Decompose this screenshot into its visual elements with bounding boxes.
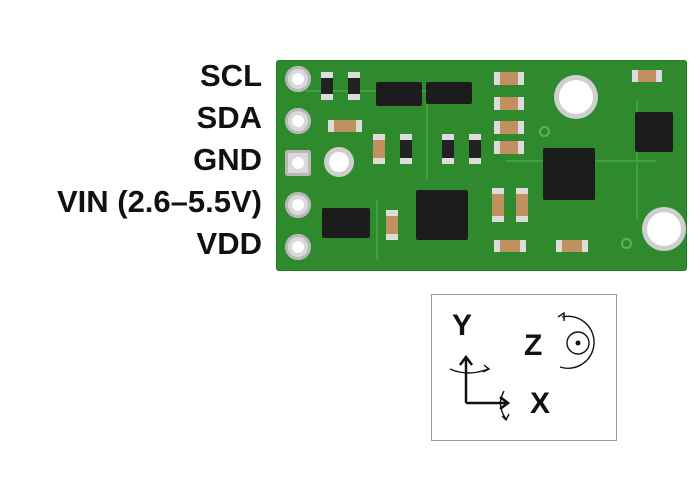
pin-label-vin: VIN (2.6–5.5V) <box>56 184 262 219</box>
pad-vin <box>285 192 311 218</box>
transistor-chip-1 <box>376 82 422 106</box>
mounting-hole-bottom <box>647 212 681 246</box>
pin-label-vdd: VDD <box>196 226 262 261</box>
sensor-board <box>276 60 687 271</box>
pin-label-gnd: GND <box>193 142 262 177</box>
axis-z-label: Z <box>524 329 543 362</box>
mounting-hole-top <box>559 80 593 114</box>
axis-y-label: Y <box>452 309 473 342</box>
pin-label-scl: SCL <box>200 58 262 93</box>
pad-vdd <box>285 234 311 260</box>
small-hole <box>329 152 349 172</box>
pressure-sensor <box>635 112 673 152</box>
transistor-chip-2 <box>426 82 472 104</box>
pad-scl <box>285 66 311 92</box>
regulator-chip <box>322 208 370 238</box>
pin-label-sda: SDA <box>196 100 262 135</box>
axis-orientation-diagram: Y Z X <box>431 294 617 441</box>
pad-sda <box>285 108 311 134</box>
axis-arrows-icon <box>449 311 595 422</box>
pad-gnd <box>285 150 311 176</box>
main-ic <box>416 190 468 240</box>
sensor-ic <box>543 148 595 200</box>
axis-x-label: X <box>530 387 551 420</box>
